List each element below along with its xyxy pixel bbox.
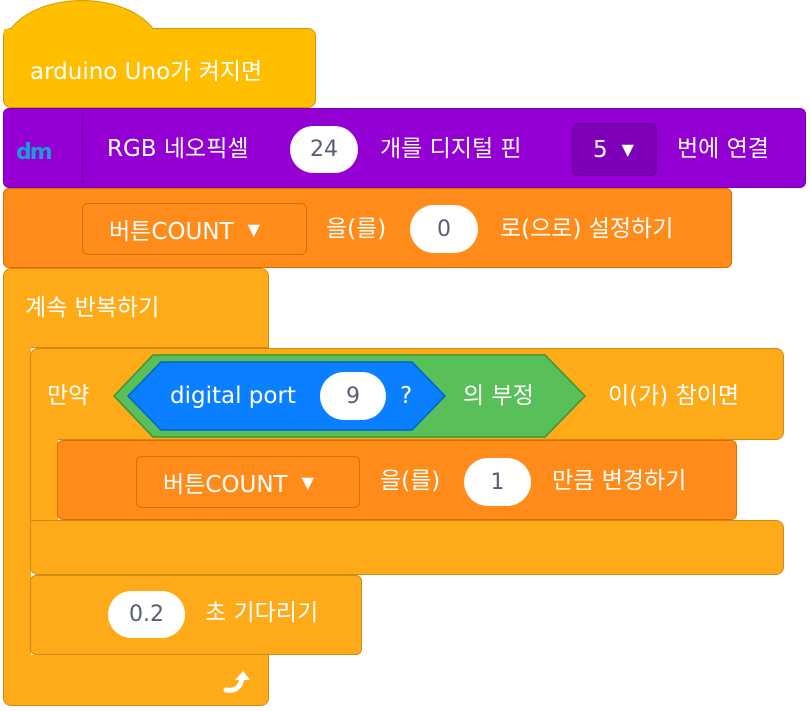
set-variable-dropdown[interactable]: 버튼COUNT ▼ [82, 203, 307, 255]
change-value-input[interactable]: 1 [464, 458, 531, 506]
change-variable-dropdown[interactable]: 버튼COUNT ▼ [136, 456, 360, 508]
if-label-end: 이(가) 참이면 [608, 383, 740, 409]
set-label-end: 로(으로) 설정하기 [500, 216, 674, 242]
dropdown-arrow-icon: ▼ [247, 219, 260, 239]
pin-dropdown[interactable]: 5▼ [572, 123, 657, 176]
not-label: 의 부정 [463, 383, 534, 409]
if-arm [30, 430, 58, 530]
port-input[interactable]: 9 [320, 372, 386, 420]
neopixel-block[interactable] [3, 108, 806, 188]
wait-label: 초 기다리기 [205, 600, 319, 626]
forever-label: 계속 반복하기 [25, 295, 160, 321]
change-label-end: 만큼 변경하기 [552, 468, 687, 494]
dropdown-arrow-icon: ▼ [621, 140, 634, 159]
dropdown-arrow-icon: ▼ [301, 472, 314, 492]
dm-logo-icon: dm [16, 140, 53, 165]
neopixel-label-3: 번에 연결 [677, 136, 769, 162]
if-label: 만약 [47, 383, 90, 409]
variable-name: 버튼COUNT [109, 219, 234, 245]
neopixel-label-2: 개를 디지털 핀 [380, 136, 522, 162]
if-bottom [30, 520, 784, 575]
wait-seconds-input[interactable]: 0.2 [108, 591, 185, 638]
pixel-count-input[interactable]: 24 [290, 126, 358, 173]
question-label: ? [400, 383, 413, 409]
variable-name: 버튼COUNT [163, 472, 288, 498]
hat-label: arduino Uno가 켜지면 [30, 59, 263, 85]
pin-value: 5 [593, 136, 608, 163]
wait-block[interactable] [30, 575, 362, 655]
neopixel-label: RGB 네오픽셀 [107, 136, 249, 162]
loop-arrow-icon [222, 668, 254, 700]
set-label: 을(를) [326, 216, 387, 242]
forever-arm [3, 340, 31, 670]
sensor-label: digital port [170, 383, 296, 409]
forever-block[interactable] [3, 268, 269, 348]
change-label: 을(를) [380, 468, 441, 494]
divider [82, 114, 83, 182]
hat-cap-fill [4, 29, 164, 63]
set-value-input[interactable]: 0 [410, 205, 478, 253]
forever-bottom [3, 655, 269, 706]
